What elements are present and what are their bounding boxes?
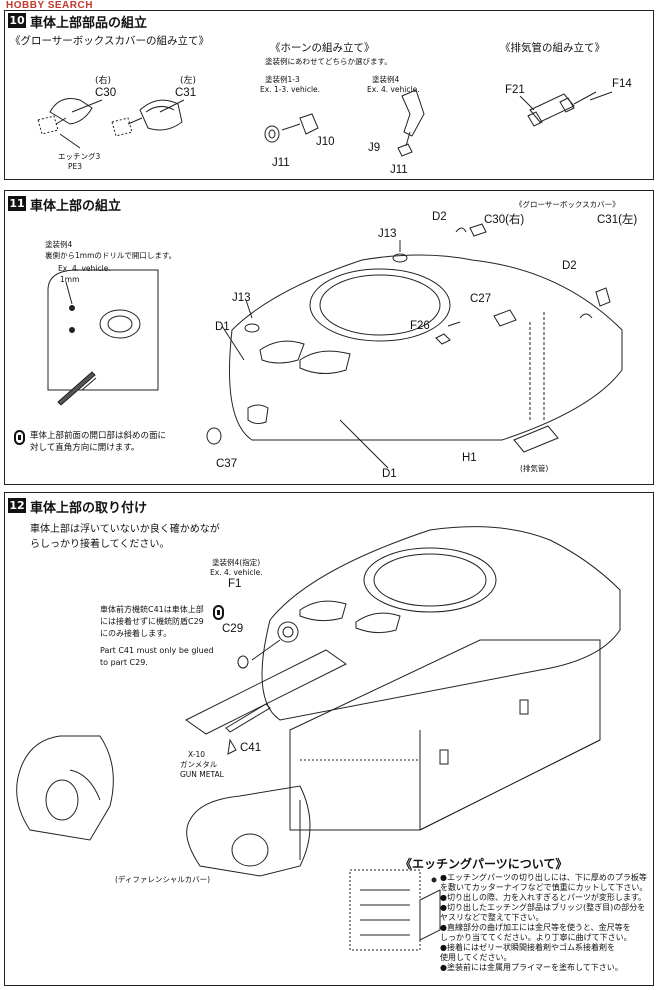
part-f14-label: F14	[612, 78, 632, 90]
step-11-title: 車体上部の組立	[30, 199, 122, 214]
gunmetal-en: GUN METAL	[180, 770, 224, 779]
drill-note: 裏側から1mmのドリルで開口します。	[45, 251, 177, 260]
mg-note-jp-3: にのみ接着します。	[100, 629, 172, 638]
part-c41-label: C41	[240, 742, 262, 754]
etching-line: しっかり当ててください。より丁寧に曲げて下さい。	[440, 933, 632, 942]
exhaust-subtitle: 《排気管の組み立て》	[500, 42, 605, 54]
one-mm-label: 1mm	[60, 275, 80, 284]
step-12-title: 車体上部の取り付け	[30, 501, 148, 516]
etching-parts-notes: 《エッチングパーツについて》 ●エッチングパーツの切り出しには、下に厚めのプラ板…	[340, 855, 658, 985]
part-j10-label: J10	[316, 136, 335, 148]
part-c31-label-11: C31(左)	[597, 214, 638, 226]
paint-example-4: 塗装例4	[372, 75, 400, 84]
opening-note-2: 対して直角方向に開けます。	[30, 443, 140, 453]
part-j11-label-b: J11	[390, 164, 408, 176]
attach-instruction-1: 車体上部は浮いていないか良く確かめなが	[30, 524, 220, 535]
part-j11-label-a: J11	[272, 157, 290, 169]
part-j9-label: J9	[368, 142, 381, 154]
detail-paint4-en: Ex. 4. vehicle.	[58, 264, 111, 273]
exhaust-label: (排気管)	[520, 464, 549, 473]
part-c29-label: C29	[222, 623, 244, 635]
diff-cover-label: (ディファレンシャルカバー)	[115, 875, 211, 884]
caution-icon-12	[213, 605, 224, 620]
part-h1-label: H1	[462, 452, 477, 464]
pe3-label: PE3	[68, 162, 83, 171]
gunmetal-jp: ガンメタル	[180, 760, 218, 769]
etching-line: ヤスリなどで整えて下さい。	[440, 913, 544, 922]
part-c30-label-11: C30(右)	[484, 214, 525, 226]
etching-label: エッチング3	[58, 152, 101, 161]
glowser-cover-label: 《グローサーボックスカバー》	[515, 200, 620, 209]
part-j13-label-b: J13	[232, 292, 251, 304]
horn-subtitle: 《ホーンの組み立て》	[270, 42, 375, 54]
paint-spec: 塗装例4(指定)	[212, 558, 261, 567]
etching-line: ●切り出しの際、力を入れすぎるとパーツが変形します。	[440, 893, 647, 902]
etching-line: 使用してください。	[440, 953, 512, 962]
etching-line: を敷いてカッターナイフなどで慎重にカットして下さい。	[440, 883, 648, 892]
mg-note-en-1: Part C41 must only be glued	[100, 646, 214, 655]
part-c30-label: C30	[95, 87, 117, 99]
etching-line: ●接着にはゼリー状瞬間接着剤やゴム系接着剤を	[440, 943, 615, 952]
mg-note-jp-2: には接着せずに機銃防盾C29	[100, 617, 204, 626]
etching-header: 《エッチングパーツについて》	[400, 857, 568, 871]
detail-paint4: 塗装例4	[45, 240, 73, 249]
etching-line: ●塗装前には金属用プライマーを塗布して下さい。	[440, 963, 623, 972]
glowser-subtitle: 《グローサーボックスカバーの組み立て》	[10, 35, 209, 47]
mg-note-jp-1: 車体前方機銃C41は車体上部	[100, 605, 204, 614]
x10-label: X-10	[188, 750, 206, 759]
step-12-number: 12	[8, 498, 26, 513]
part-f26-label: F26	[410, 320, 430, 332]
paint-spec-en: Ex. 4. vehicle.	[210, 568, 263, 577]
right-marker: (右)	[95, 76, 112, 86]
part-f1-label: F1	[228, 578, 242, 590]
left-marker: (左)	[180, 76, 197, 86]
part-d2-label-b: D2	[562, 260, 577, 272]
part-d2-label-a: D2	[432, 211, 447, 223]
step-10-number: 10	[8, 13, 26, 28]
paint-example-4-en: Ex. 4. vehicle.	[367, 85, 420, 94]
part-f21-label: F21	[505, 84, 525, 96]
part-d1-label-b: D1	[382, 468, 397, 480]
paint-example-1-3-en: Ex. 1-3. vehicle.	[260, 85, 321, 94]
watermark: HOBBY SEARCH	[6, 0, 93, 11]
caution-icon	[14, 430, 25, 445]
opening-note-1: 車体上部前面の開口部は斜めの面に	[30, 431, 167, 441]
part-c37-label: C37	[216, 458, 238, 470]
step-11-number: 11	[8, 196, 26, 211]
part-j13-label-a: J13	[378, 228, 397, 240]
step-10-title: 車体上部部品の組立	[30, 16, 148, 31]
etching-line: ●直線部分の曲げ加工には金尺等を使うと、金尺等を	[440, 923, 631, 932]
part-d1-label-a: D1	[215, 321, 230, 333]
etching-line: ●エッチングパーツの切り出しには、下に厚めのプラ板等	[440, 873, 647, 882]
paint-example-1-3: 塗装例1-3	[265, 75, 300, 84]
attach-instruction-2: らしっかり接着してください。	[30, 539, 170, 550]
etching-line: ●切り出したエッチング部品はブリッジ(整ぎ目)の部分を	[440, 903, 646, 912]
horn-note: 塗装例にあわせてどちらか選びます。	[265, 57, 392, 66]
part-c31-label: C31	[175, 87, 197, 99]
part-c27-label: C27	[470, 293, 492, 305]
mg-note-en-2: to part C29.	[100, 658, 148, 667]
